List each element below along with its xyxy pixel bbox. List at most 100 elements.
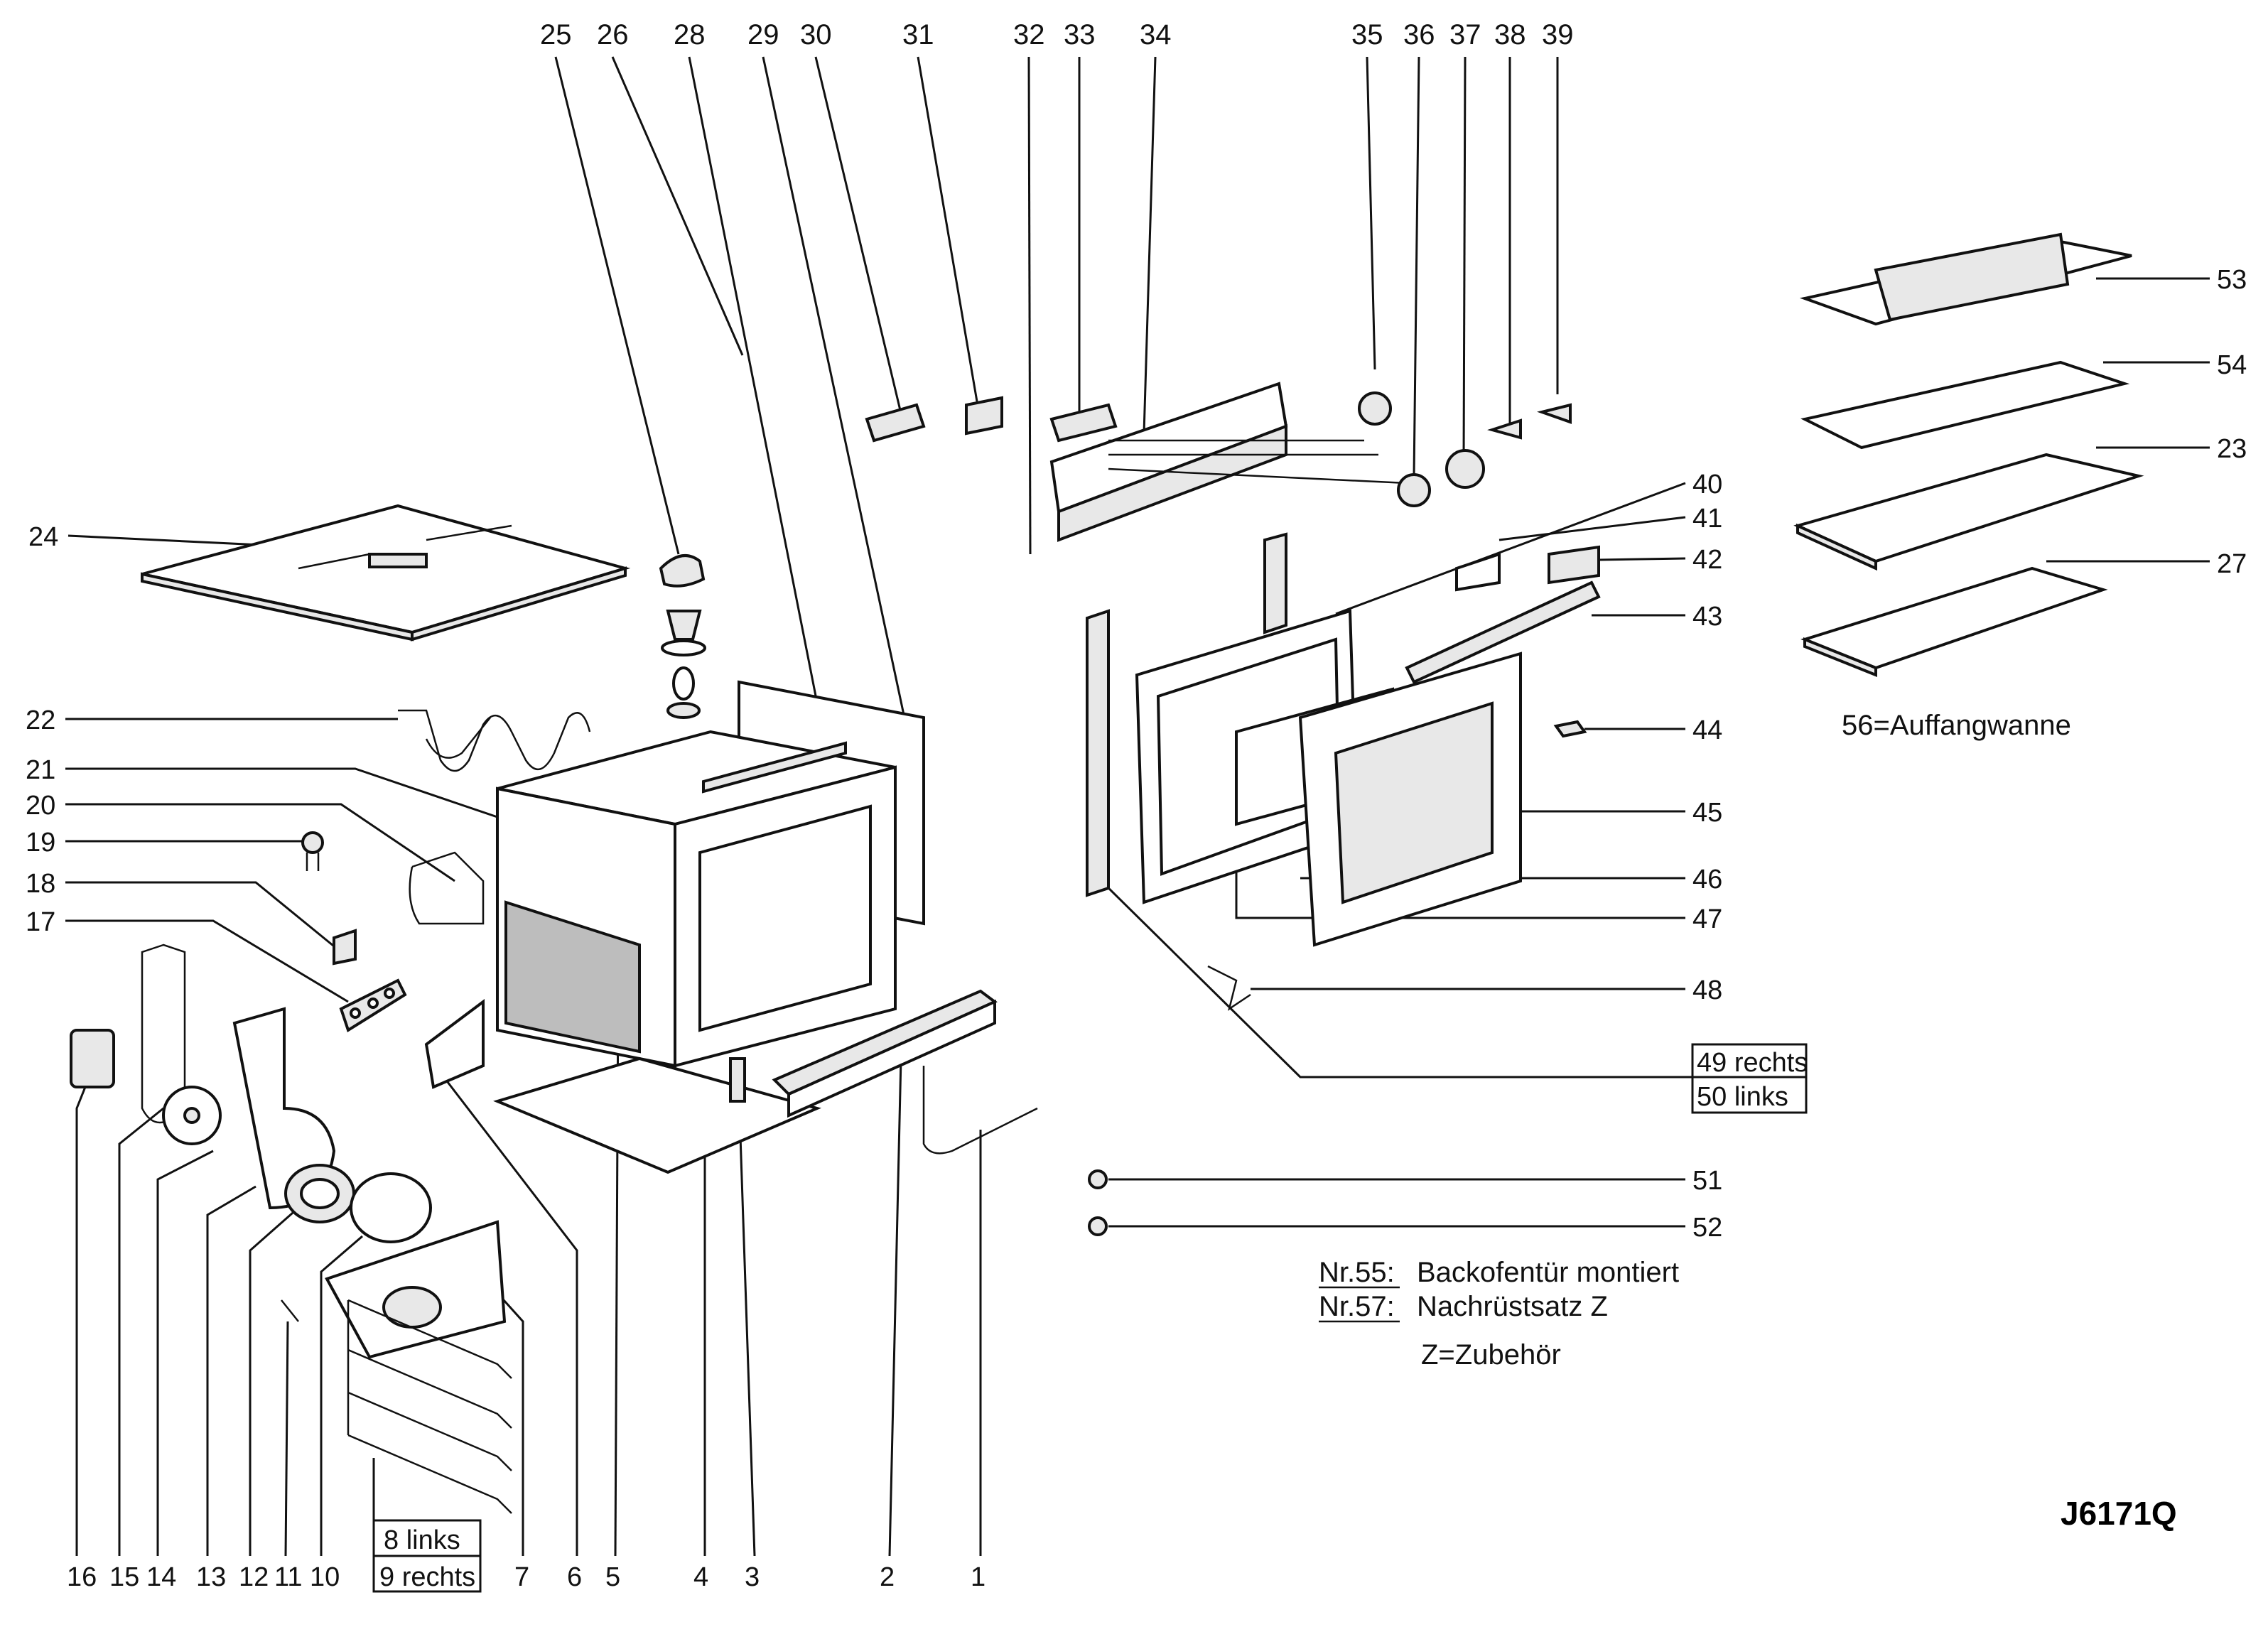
label-39: 39 <box>1542 19 1574 50</box>
label-3: 3 <box>745 1562 760 1592</box>
part-10-fan-guard <box>350 1172 432 1243</box>
label-4: 4 <box>693 1562 708 1592</box>
label-11: 11 <box>274 1562 302 1592</box>
part-51-screw <box>1088 1169 1108 1189</box>
label-24: 24 <box>28 522 58 552</box>
label-49-50-box: 49 rechts 50 links <box>1691 1043 1808 1114</box>
label-29: 29 <box>747 19 779 50</box>
note-56: 56=Auffangwanne <box>1842 710 2071 741</box>
label-41: 41 <box>1692 504 1722 534</box>
label-33: 33 <box>1064 19 1096 50</box>
part-8-9-shelf-rack <box>347 1299 512 1514</box>
part-48-hinge <box>1207 965 1251 1011</box>
part-17-terminal-block <box>339 978 407 1033</box>
label-50-links: 50 links <box>1697 1082 1788 1112</box>
label-30: 30 <box>800 19 832 50</box>
part-26-lamp-assembly <box>661 610 706 719</box>
label-37: 37 <box>1449 19 1481 50</box>
label-31: 31 <box>902 19 934 50</box>
label-44: 44 <box>1692 715 1722 745</box>
right-leaders <box>1100 482 1692 1228</box>
label-18: 18 <box>26 869 55 899</box>
note-55-text: Backofentür montiert <box>1417 1257 1679 1288</box>
note-57-num: Nr.57: <box>1319 1291 1395 1322</box>
label-53: 53 <box>2217 265 2247 295</box>
part-18-part <box>333 929 357 966</box>
note-z: Z=Zubehör <box>1421 1339 1561 1370</box>
part-19-part <box>301 831 324 871</box>
part-20-element <box>409 851 485 925</box>
part-24-top-cover <box>141 504 631 642</box>
part-39-indicator-lamp <box>1537 403 1572 424</box>
left-leaders <box>65 534 498 1003</box>
part-12-fan-wheel <box>284 1164 355 1223</box>
label-17: 17 <box>26 907 55 937</box>
label-8-9-box: 8 links 9 rechts <box>372 1519 482 1593</box>
part-38-indicator <box>1487 418 1522 440</box>
label-40: 40 <box>1692 470 1722 499</box>
part-53-grill-tray <box>1799 232 2132 326</box>
bottom-leaders <box>75 987 982 1591</box>
label-20: 20 <box>26 791 55 821</box>
notes: 56=Auffangwanne Nr.55: Backofentür monti… <box>1319 710 2177 1532</box>
label-26: 26 <box>597 19 629 50</box>
label-54: 54 <box>2217 350 2247 380</box>
label-15: 15 <box>109 1562 139 1592</box>
tray-labels: 53 54 23 27 <box>2217 265 2247 579</box>
part-42-handle <box>1548 545 1600 585</box>
label-14: 14 <box>146 1562 176 1592</box>
label-52: 52 <box>1692 1213 1722 1243</box>
part-22-grill-element <box>398 709 591 772</box>
part-23-baking-tray <box>1793 453 2144 571</box>
top-labels: 25 26 28 29 30 31 32 33 34 35 36 37 38 3… <box>540 19 1574 50</box>
part-37-knob <box>1445 449 1485 489</box>
part-41-handle-part <box>1455 552 1501 592</box>
label-25: 25 <box>540 19 572 50</box>
label-10: 10 <box>310 1562 340 1592</box>
label-49-rechts: 49 rechts <box>1697 1048 1808 1078</box>
label-45: 45 <box>1692 798 1722 828</box>
label-13: 13 <box>196 1562 226 1592</box>
part-52-screw <box>1088 1216 1108 1236</box>
note-57-text: Nachrüstsatz Z <box>1417 1291 1608 1322</box>
part-35-knob <box>1358 391 1392 426</box>
label-36: 36 <box>1403 19 1435 50</box>
part-16-motor <box>70 1029 115 1088</box>
label-38: 38 <box>1494 19 1526 50</box>
label-27: 27 <box>2217 549 2247 579</box>
label-8-links: 8 links <box>384 1525 460 1555</box>
door-side-rail <box>1086 609 1110 897</box>
part-1-hinge <box>922 1066 1038 1155</box>
part-45-door-glass <box>1298 652 1522 947</box>
left-labels: 24 22 21 20 19 18 17 <box>26 522 58 937</box>
part-7-baffle <box>325 1220 507 1359</box>
part-25-lamp-cover <box>659 554 706 588</box>
label-42: 42 <box>1692 545 1722 575</box>
part-11-pin <box>281 1299 299 1322</box>
bottom-labels: 16 15 14 13 12 11 10 7 6 5 4 3 2 1 <box>67 1562 986 1592</box>
label-35: 35 <box>1351 19 1383 50</box>
part-54-tray <box>1800 360 2130 450</box>
part-43-trim <box>1405 580 1601 684</box>
label-28: 28 <box>674 19 706 50</box>
part-14-fan-blade <box>162 1086 222 1145</box>
label-9-rechts: 9 rechts <box>379 1562 475 1592</box>
part-44-clip <box>1553 720 1587 738</box>
label-47: 47 <box>1692 904 1722 934</box>
part-3-spring <box>729 1057 746 1103</box>
oven-cavity <box>493 680 925 1174</box>
right-labels: 40 41 42 43 44 45 46 47 48 51 52 <box>1692 470 1722 1243</box>
label-21: 21 <box>26 755 55 785</box>
label-16: 16 <box>67 1562 97 1592</box>
label-1: 1 <box>971 1562 986 1592</box>
drawing-code: J6171Q <box>2061 1495 2177 1532</box>
label-12: 12 <box>239 1562 269 1592</box>
tray-leaders <box>2046 277 2210 563</box>
label-46: 46 <box>1692 865 1722 894</box>
label-7: 7 <box>514 1562 529 1592</box>
label-5: 5 <box>605 1562 620 1592</box>
part-36-knob <box>1397 473 1431 507</box>
part-2-bottom-rail <box>772 989 998 1118</box>
top-leaders <box>554 56 1559 740</box>
